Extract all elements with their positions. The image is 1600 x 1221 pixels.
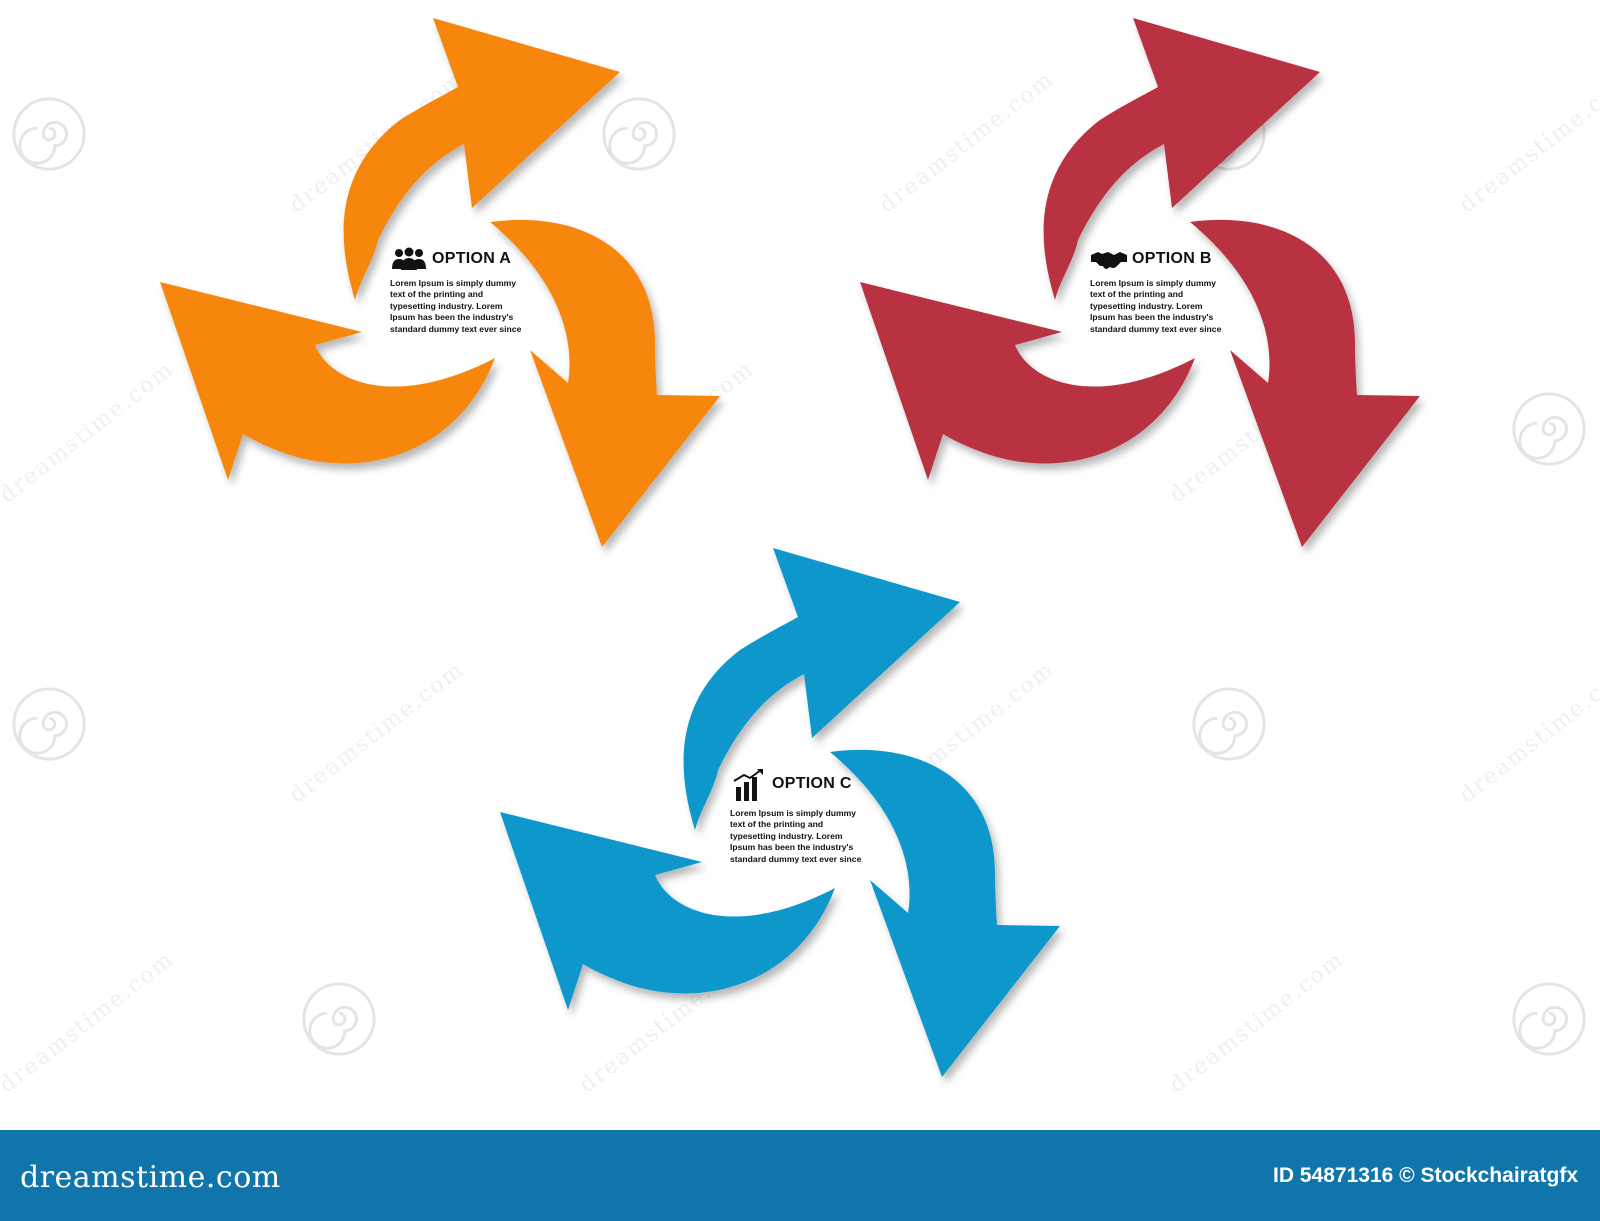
handshake-icon [1090, 246, 1128, 272]
arrow-left [160, 282, 495, 480]
cycle-arrows-c [500, 548, 1060, 1077]
watermark-text: dreamstime.com [1454, 656, 1600, 809]
watermark-spiral-icon [602, 97, 676, 171]
watermark-spiral-icon [1192, 687, 1266, 761]
arrow-right [1190, 219, 1420, 547]
cycle-option-a: OPTION A Lorem Ipsum is simply dummy tex… [150, 10, 750, 570]
watermark-spiral-icon [1512, 982, 1586, 1056]
option-a-title: OPTION A [432, 250, 512, 267]
watermark-spiral-icon [1512, 392, 1586, 466]
arrow-right [830, 749, 1060, 1077]
watermark-spiral-icon [12, 687, 86, 761]
footer-logo[interactable]: dreamstime.com [20, 1160, 281, 1195]
arrow-left [860, 282, 1195, 480]
watermark-spiral-icon [302, 982, 376, 1056]
watermark-text: dreamstime.com [1164, 946, 1350, 1099]
arrow-top [683, 548, 960, 830]
option-c-body: Lorem Ipsum is simply dummy text of the … [730, 808, 862, 864]
option-a-body: Lorem Ipsum is simply dummy text of the … [390, 278, 522, 334]
footer-credit: ID 54871316 © Stockchairatgfx [1273, 1164, 1578, 1187]
option-a-label: OPTION A Lorem Ipsum is simply dummy tex… [390, 246, 565, 335]
watermark-spiral-icon [12, 97, 86, 171]
people-group-icon [390, 246, 428, 272]
arrow-top [1043, 18, 1320, 300]
cycle-arrows-a [160, 18, 720, 547]
option-b-label: OPTION B Lorem Ipsum is simply dummy tex… [1090, 246, 1265, 335]
arrow-top [343, 18, 620, 300]
arrow-left [500, 812, 835, 1010]
growth-chart-icon [730, 766, 768, 802]
option-b-title: OPTION B [1132, 250, 1212, 267]
watermark-text: dreamstime.com [284, 656, 470, 809]
cycle-option-b: OPTION B Lorem Ipsum is simply dummy tex… [850, 10, 1450, 570]
option-b-body: Lorem Ipsum is simply dummy text of the … [1090, 278, 1222, 334]
watermark-text: dreamstime.com [1454, 66, 1600, 219]
option-c-title: OPTION C [772, 775, 852, 792]
option-c-label: OPTION C Lorem Ipsum is simply dummy tex… [730, 766, 905, 865]
arrow-right [490, 219, 720, 547]
cycle-option-c: OPTION C Lorem Ipsum is simply dummy tex… [490, 540, 1090, 1100]
diagram-canvas: dreamstime.com dreamstime.com dreamstime… [0, 10, 1600, 1100]
watermark-text: dreamstime.com [0, 946, 180, 1099]
cycle-arrows-b [860, 18, 1420, 547]
footer-bar: dreamstime.com ID 54871316 © Stockchaira… [0, 1130, 1600, 1221]
